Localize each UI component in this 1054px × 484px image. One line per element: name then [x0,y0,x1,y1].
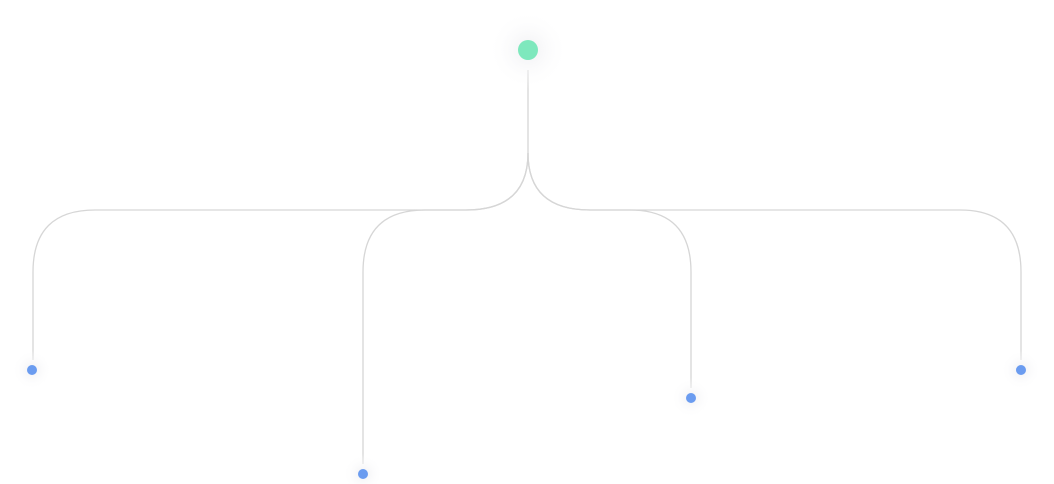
edge-root-to-leaf-1 [32,70,529,360]
edge-root-to-leaf-3 [527,152,692,388]
leaf-node-1[interactable] [27,365,37,375]
leaf-node-4[interactable] [1016,365,1026,375]
edge-root-to-leaf-2 [362,152,529,464]
leaf-node-3[interactable] [686,393,696,403]
edge-root-to-leaf-4 [527,152,1022,360]
root-node[interactable] [518,40,538,60]
leaf-node-2[interactable] [358,469,368,479]
